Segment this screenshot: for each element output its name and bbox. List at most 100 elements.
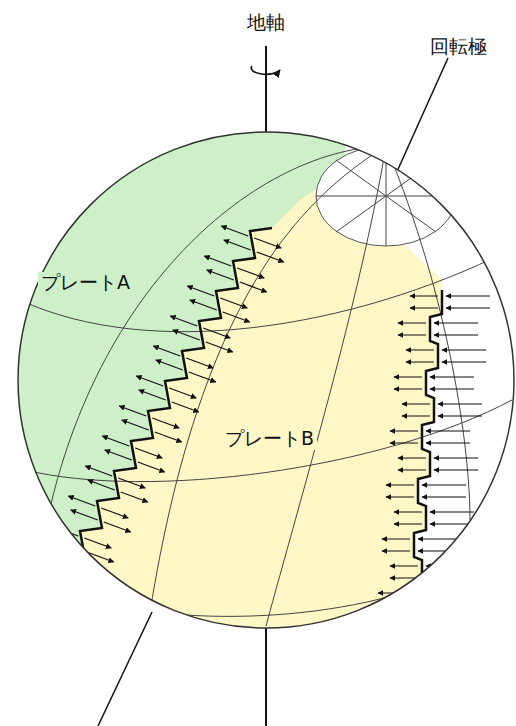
motion-arrow xyxy=(394,511,422,512)
motion-arrow xyxy=(51,526,78,536)
motion-arrow xyxy=(418,550,462,551)
motion-arrow xyxy=(382,538,410,539)
motion-arrow xyxy=(442,349,486,350)
polar-cap xyxy=(316,146,456,246)
motion-arrow xyxy=(398,457,426,458)
motion-arrow xyxy=(446,307,490,308)
motion-arrow xyxy=(152,418,179,428)
motion-arrow xyxy=(104,522,131,532)
motion-arrow xyxy=(204,256,231,266)
motion-arrow xyxy=(187,286,214,296)
sphere-outline xyxy=(18,132,514,628)
motion-arrow xyxy=(84,538,111,548)
plate-boundary xyxy=(410,290,442,611)
motion-arrow xyxy=(406,349,434,350)
motion-arrow xyxy=(426,442,470,443)
motion-arrow xyxy=(378,604,406,605)
motion-arrow xyxy=(220,298,247,308)
motion-arrow xyxy=(121,492,148,502)
motion-arrow xyxy=(237,268,264,278)
motion-arrow xyxy=(135,448,162,458)
motion-arrow xyxy=(422,496,466,497)
motion-arrow xyxy=(54,540,81,550)
motion-arrow xyxy=(102,436,129,446)
motion-arrow xyxy=(394,388,422,389)
motion-arrow xyxy=(414,604,458,605)
motion-arrow xyxy=(430,511,474,512)
motion-arrow xyxy=(426,577,470,578)
graticule xyxy=(20,146,512,626)
motion-arrow xyxy=(153,346,180,356)
label: 地軸 xyxy=(244,12,288,34)
motion-arrow xyxy=(410,295,438,296)
motion-arrow xyxy=(85,466,112,476)
motion-arrow xyxy=(203,328,230,338)
motion-arrow xyxy=(438,403,482,404)
label: 回転極 xyxy=(427,36,490,58)
motion-arrow xyxy=(155,432,182,442)
motion-arrow xyxy=(434,457,478,458)
label: プレートB xyxy=(222,428,317,450)
motion-arrow xyxy=(394,376,422,377)
motion-arrow xyxy=(87,552,114,562)
motion-arrow xyxy=(138,462,165,472)
motion-arrow xyxy=(136,376,163,386)
motion-arrow xyxy=(68,496,95,506)
label: プレートA xyxy=(38,272,133,294)
motion-arrow xyxy=(186,358,213,368)
motion-arrow xyxy=(240,282,267,292)
motion-arrow xyxy=(406,361,434,362)
earth-axis xyxy=(265,46,267,134)
motion-arrow xyxy=(71,510,98,520)
motion-arrow xyxy=(398,322,426,323)
motion-arrow xyxy=(430,388,474,389)
motion-arrow xyxy=(434,469,478,470)
motion-arrow xyxy=(254,238,281,248)
motion-arrow xyxy=(390,565,418,566)
motion-arrow xyxy=(221,226,248,236)
motion-arrow xyxy=(402,403,430,404)
motion-arrow xyxy=(207,270,234,280)
motion-arrow xyxy=(438,415,482,416)
motion-arrow xyxy=(414,592,458,593)
plate-a-region xyxy=(0,0,345,726)
motion-arrow xyxy=(394,523,422,524)
motion-arrow xyxy=(422,484,466,485)
motion-arrow xyxy=(224,240,251,250)
motion-arrow xyxy=(88,480,115,490)
motion-arrow xyxy=(434,334,478,335)
motion-arrow xyxy=(139,390,166,400)
motion-arrow xyxy=(390,442,418,443)
outer-region xyxy=(345,0,516,726)
motion-arrow xyxy=(398,334,426,335)
motion-arrow xyxy=(386,484,414,485)
motion-arrow xyxy=(172,402,199,412)
motion-arrow xyxy=(382,550,410,551)
motion-arrow xyxy=(122,420,149,430)
motion-arrow xyxy=(170,316,197,326)
motion-arrow xyxy=(156,360,183,370)
rotation-arrow xyxy=(251,66,280,74)
motion-arrow xyxy=(434,322,478,323)
motion-arrow xyxy=(398,469,426,470)
earth-axis xyxy=(265,626,267,726)
motion-arrow xyxy=(402,415,430,416)
motion-arrow xyxy=(189,372,216,382)
motion-arrow xyxy=(190,300,217,310)
motion-arrow xyxy=(257,252,284,262)
motion-arrow xyxy=(223,312,250,322)
motion-arrow xyxy=(105,450,132,460)
motion-arrow xyxy=(169,388,196,398)
motion-arrow xyxy=(119,406,146,416)
motion-arrow xyxy=(446,295,490,296)
motion-arrow xyxy=(386,496,414,497)
motion-arrow xyxy=(101,508,128,518)
motion-arrow xyxy=(426,430,470,431)
motion-arrow xyxy=(390,430,418,431)
motion-arrow xyxy=(442,361,486,362)
motion-arrow xyxy=(410,307,438,308)
motion-arrow xyxy=(206,342,233,352)
